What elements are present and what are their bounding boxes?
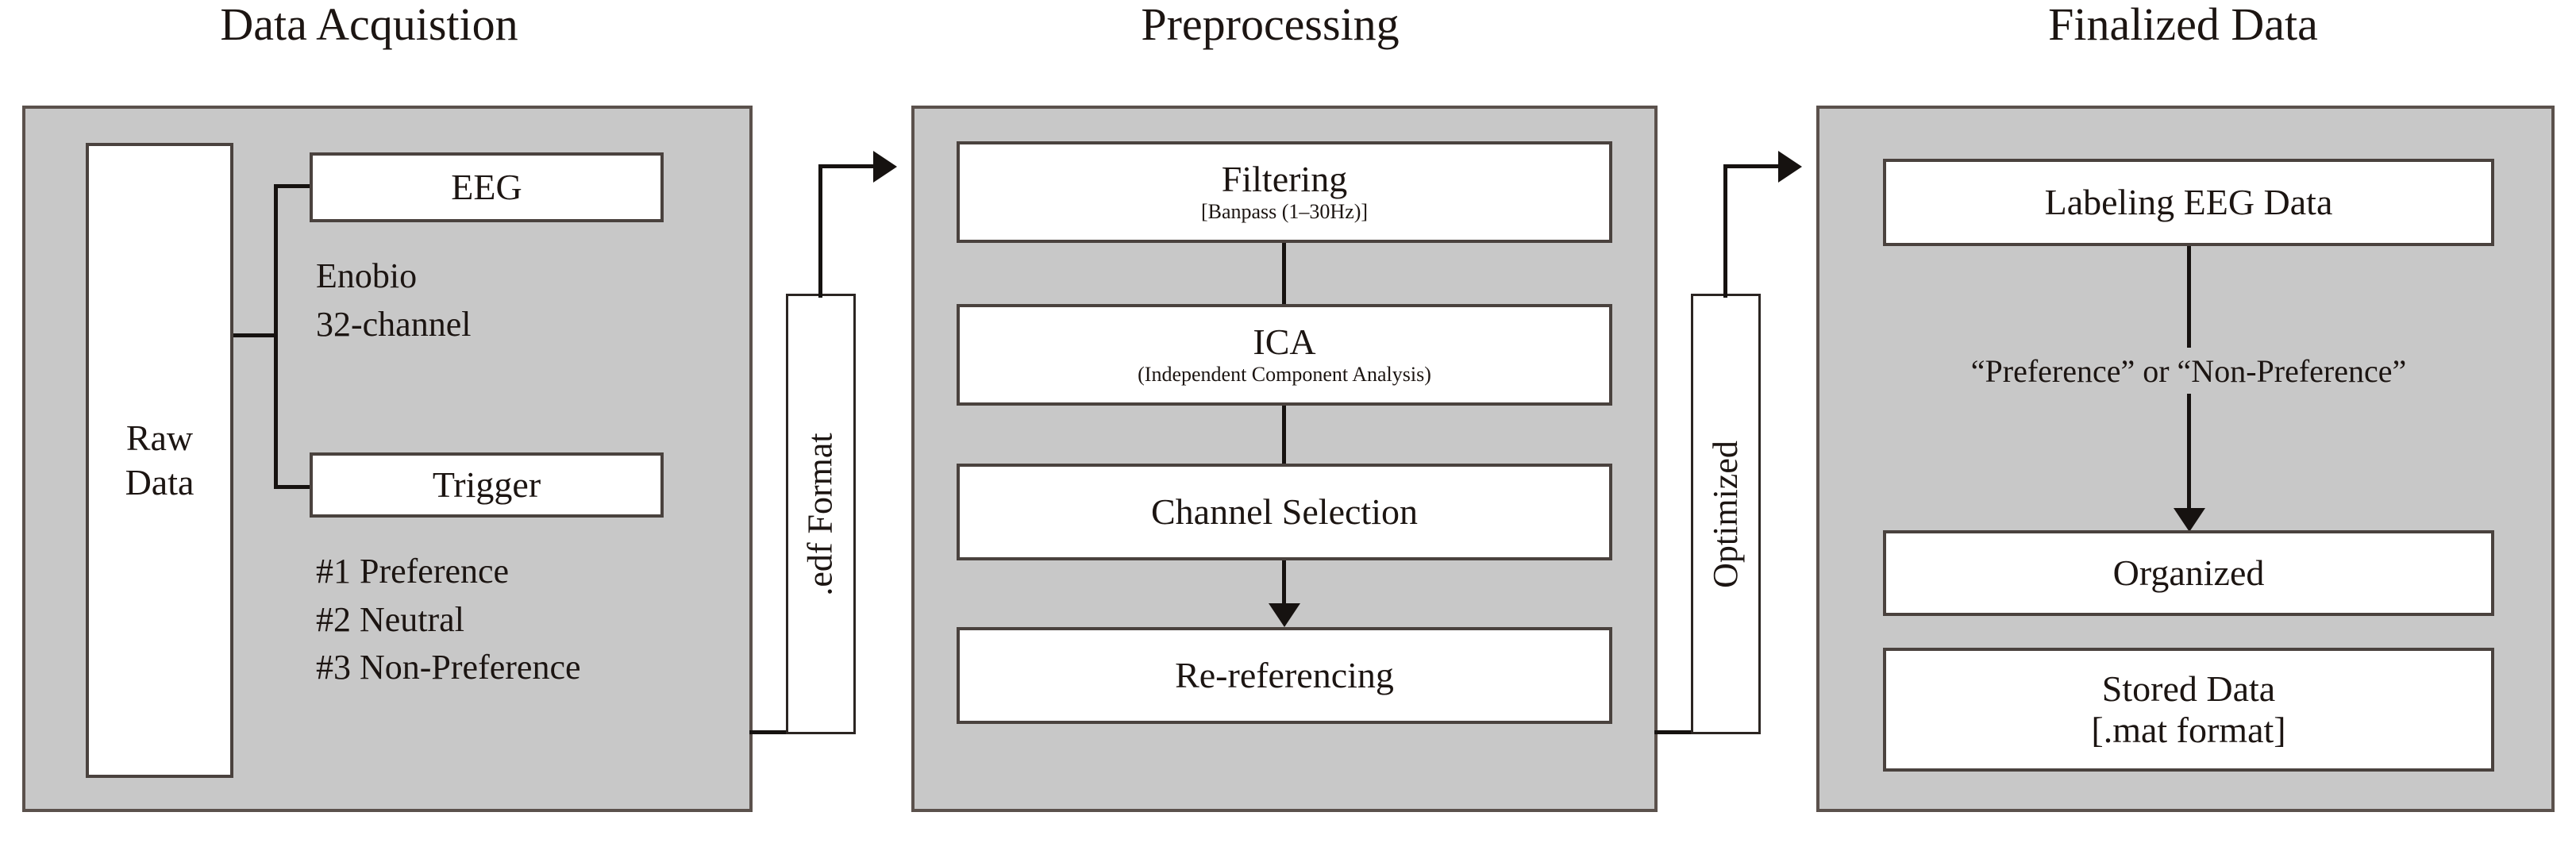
connector-acq-to-edf-horizontal bbox=[749, 730, 818, 734]
connector-edf-to-preprocessing bbox=[818, 164, 879, 168]
connector-ica-to-channel-selection bbox=[1282, 406, 1286, 464]
connector-channel-selection-to-rereferencing bbox=[1282, 560, 1286, 606]
connector-rawdata-stub bbox=[233, 333, 276, 337]
trigger-note-line-2: #2 Neutral bbox=[316, 599, 464, 639]
connector-branch-to-eeg bbox=[274, 184, 312, 188]
trigger-note-line-1: #1 Preference bbox=[316, 552, 510, 591]
stored-data-line-2: [.mat format] bbox=[2091, 710, 2286, 750]
arrowhead-into-rereferencing bbox=[1269, 603, 1300, 627]
connector-edf-riser bbox=[818, 164, 822, 298]
section-heading-acquisition: Data Acquistion bbox=[220, 0, 518, 50]
trigger-label: Trigger bbox=[432, 464, 541, 505]
rereferencing-title: Re-referencing bbox=[1175, 654, 1394, 695]
box-ica[interactable]: ICA (Independent Component Analysis) bbox=[957, 304, 1612, 406]
box-trigger[interactable]: Trigger bbox=[310, 452, 664, 518]
box-stored-data[interactable]: Stored Data [.mat format] bbox=[1883, 648, 2494, 772]
optimized-label: Optimized bbox=[1706, 440, 1746, 588]
box-raw-data[interactable]: Raw Data bbox=[86, 143, 233, 778]
box-optimized[interactable]: Optimized bbox=[1691, 294, 1761, 734]
box-filtering[interactable]: Filtering [Banpass (1–30Hz)] bbox=[957, 141, 1612, 243]
arrowhead-into-preprocessing bbox=[873, 151, 897, 183]
box-edf-format[interactable]: .edf Format bbox=[786, 294, 856, 734]
organized-title: Organized bbox=[2112, 552, 2265, 593]
arrowhead-into-finalized bbox=[1778, 151, 1802, 183]
connector-labeling-to-branch-label bbox=[2187, 246, 2191, 348]
raw-data-line-2: Data bbox=[125, 462, 194, 502]
labeling-eeg-data-title: Labeling EEG Data bbox=[2044, 181, 2333, 222]
text-trigger-conditions: #1 Preference #2 Neutral #3 Non-Preferen… bbox=[316, 548, 581, 692]
connector-bracket-spine-upper bbox=[274, 184, 278, 337]
connector-optimized-to-finalized bbox=[1723, 164, 1784, 168]
box-channel-selection[interactable]: Channel Selection bbox=[957, 464, 1612, 560]
edf-format-label: .edf Format bbox=[801, 432, 841, 596]
text-eeg-device-note: Enobio 32-channel bbox=[316, 252, 471, 348]
connector-filtering-to-ica bbox=[1282, 243, 1286, 304]
box-labeling-eeg-data[interactable]: Labeling EEG Data bbox=[1883, 159, 2494, 246]
channel-selection-title: Channel Selection bbox=[1151, 491, 1418, 532]
box-eeg[interactable]: EEG bbox=[310, 152, 664, 222]
arrowhead-into-organized bbox=[2174, 508, 2205, 532]
connector-optimized-riser bbox=[1723, 164, 1727, 298]
filtering-subtitle: [Banpass (1–30Hz)] bbox=[1200, 200, 1369, 224]
eeg-label: EEG bbox=[451, 166, 522, 207]
connector-branch-label-to-organized bbox=[2187, 394, 2191, 514]
connector-preproc-to-optimized-horizontal bbox=[1654, 730, 1723, 734]
filtering-title: Filtering bbox=[1221, 158, 1348, 199]
trigger-note-line-3: #3 Non-Preference bbox=[316, 648, 581, 687]
ica-subtitle: (Independent Component Analysis) bbox=[1138, 363, 1431, 387]
connector-bracket-spine-lower bbox=[274, 333, 278, 488]
label-preference-branch: “Preference” or “Non-Preference” bbox=[1970, 353, 2407, 389]
section-heading-finalized: Finalized Data bbox=[2048, 0, 2318, 50]
eeg-note-line-2: 32-channel bbox=[316, 304, 472, 344]
eeg-note-line-1: Enobio bbox=[316, 256, 418, 295]
box-organized[interactable]: Organized bbox=[1883, 530, 2494, 616]
raw-data-line-1: Raw bbox=[125, 417, 194, 458]
section-heading-preprocessing: Preprocessing bbox=[1141, 0, 1400, 50]
connector-branch-to-trigger bbox=[274, 485, 312, 489]
box-re-referencing[interactable]: Re-referencing bbox=[957, 627, 1612, 724]
stored-data-line-1: Stored Data bbox=[2101, 668, 2276, 710]
ica-title: ICA bbox=[1253, 321, 1316, 362]
